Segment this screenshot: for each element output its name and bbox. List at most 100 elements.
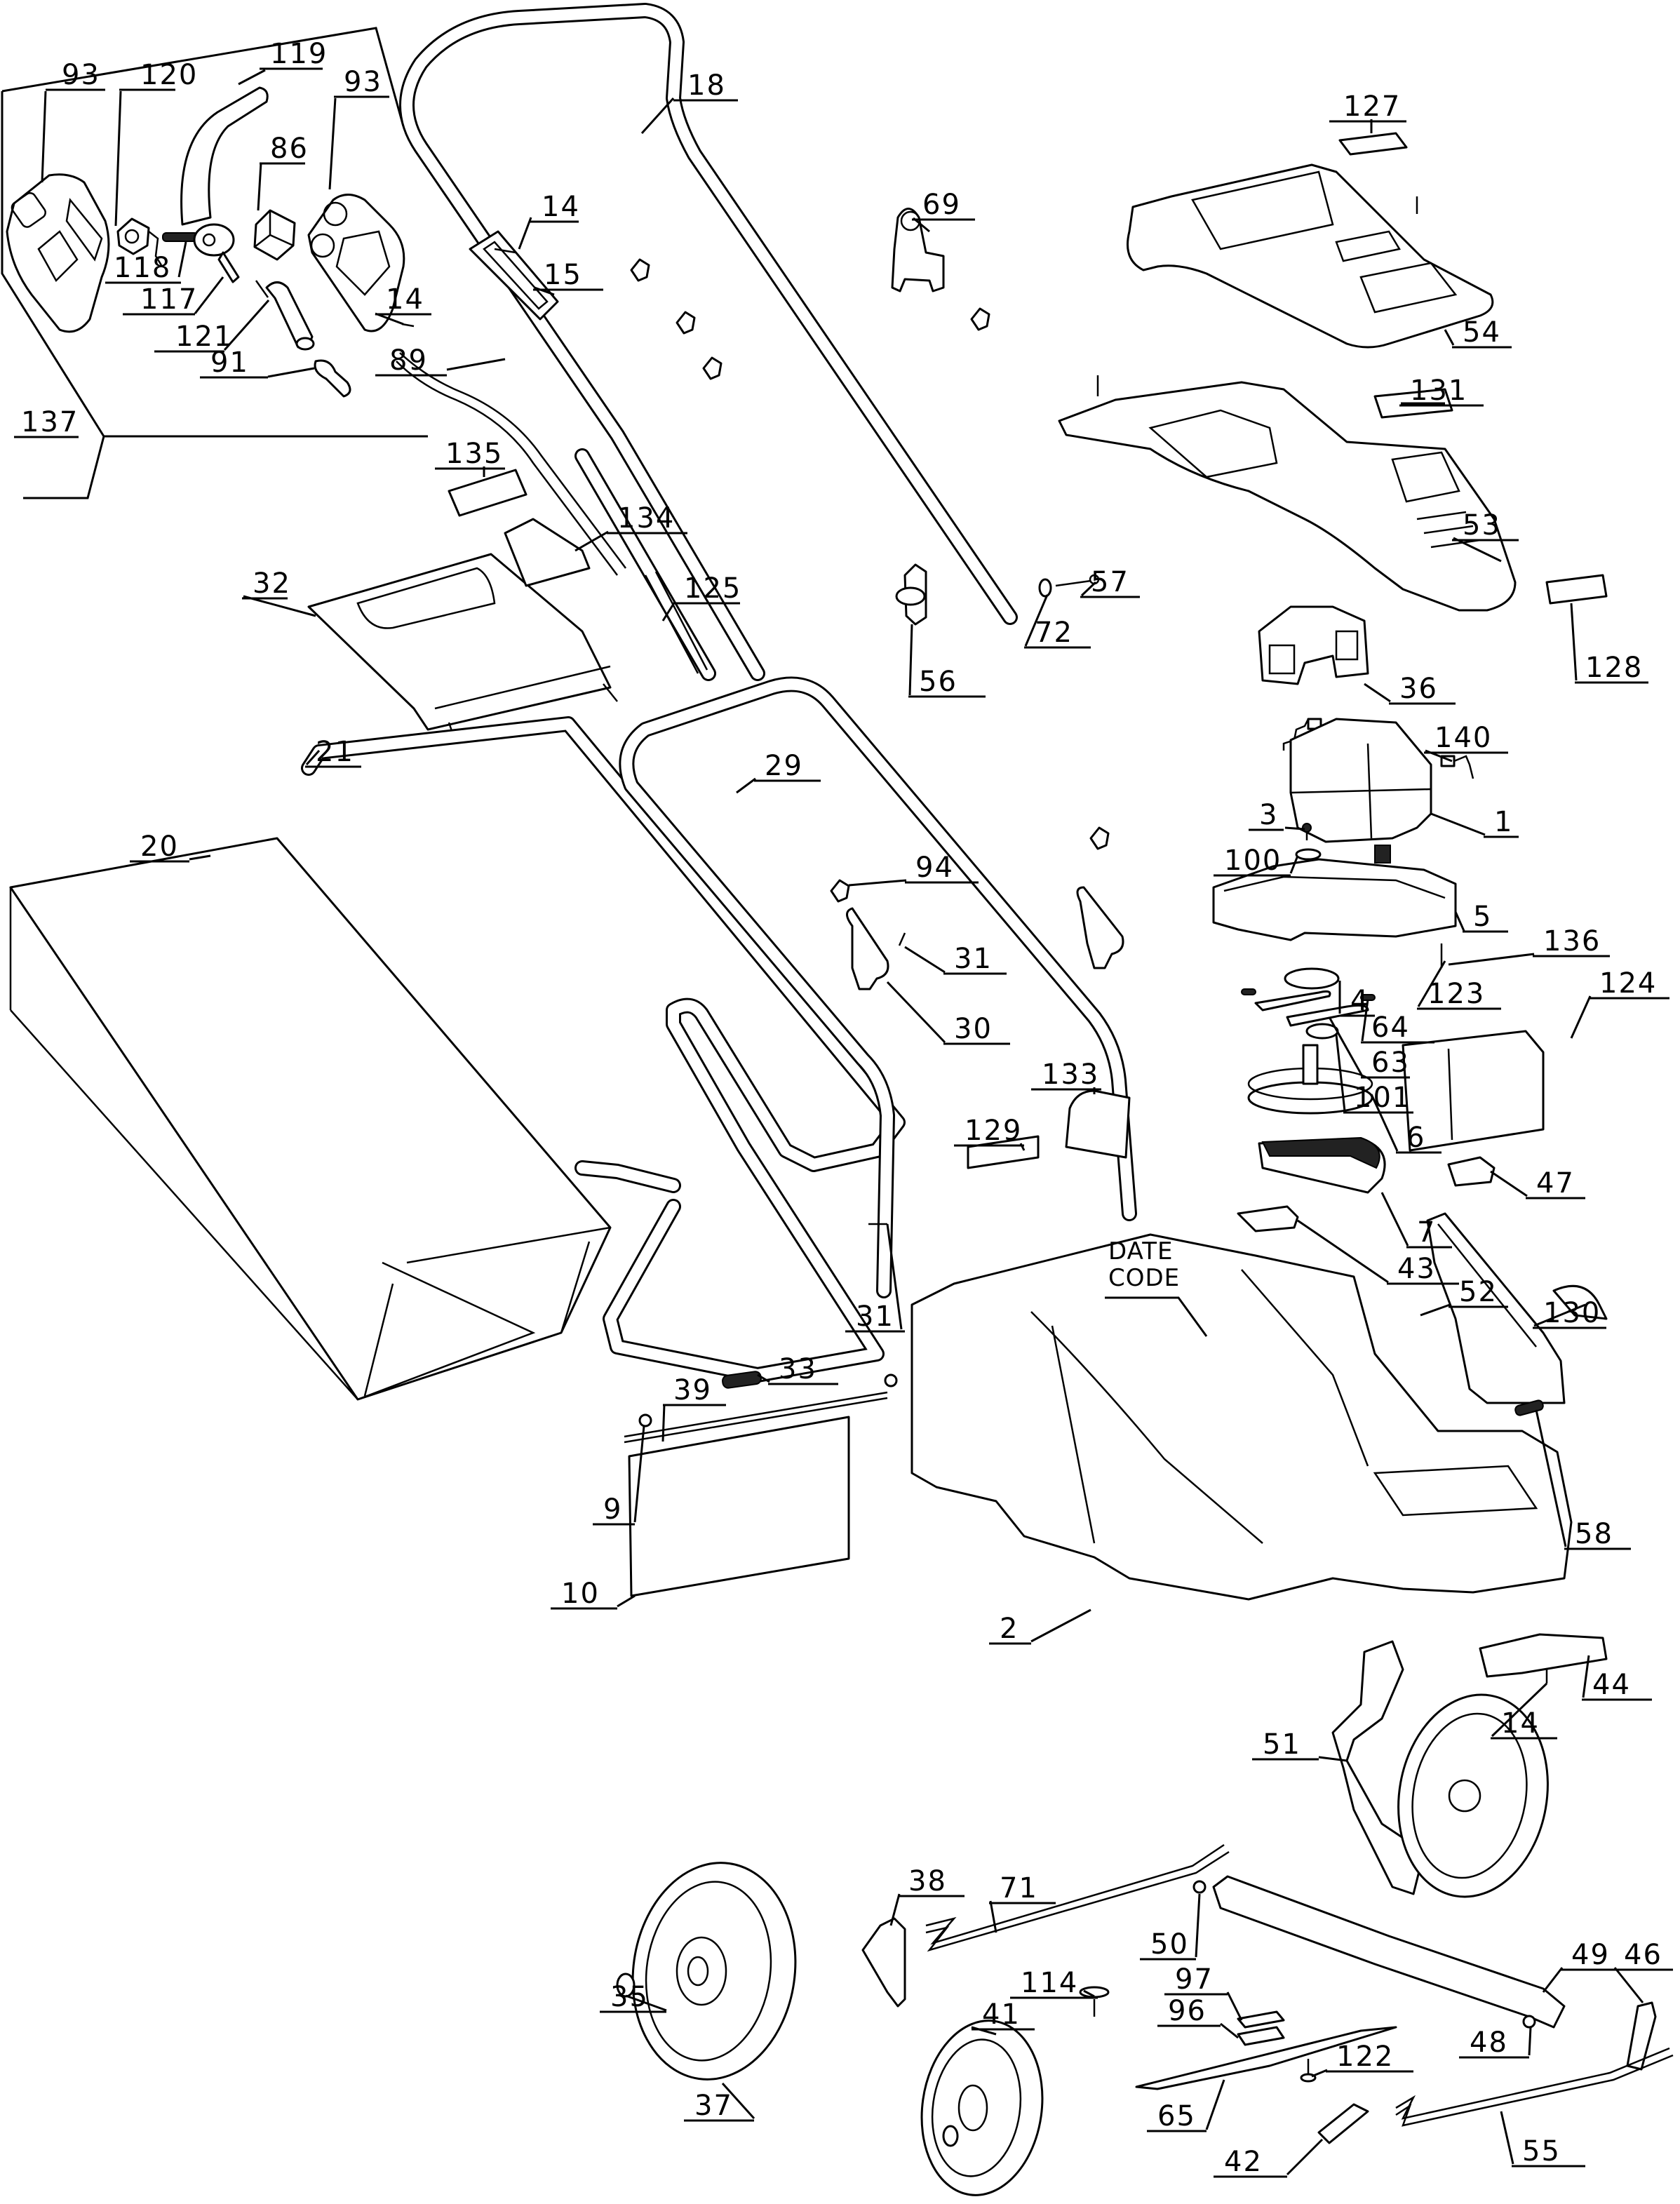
- callout-number: 71: [1000, 1872, 1038, 1904]
- leader-line: [625, 1994, 667, 2012]
- date-code-leader: [1105, 1296, 1208, 1337]
- leader-line: [1542, 1967, 1564, 1993]
- callout-31: 31: [904, 943, 1007, 975]
- callout-number: 2: [1000, 1613, 1019, 1645]
- callout-number: 48: [1470, 2027, 1508, 2059]
- callout-number: 29: [765, 750, 803, 782]
- strain-relief: [265, 281, 315, 351]
- spring-118: [162, 232, 199, 242]
- leader-line: [574, 530, 609, 552]
- callout-number: 39: [673, 1374, 712, 1406]
- cord-hook: [891, 208, 945, 293]
- callout-14: 14: [518, 191, 579, 250]
- callout-number: 1: [1494, 806, 1513, 838]
- leader-line: [1444, 329, 1455, 346]
- callout-4: 4: [1338, 981, 1375, 1017]
- callout-117: 117: [123, 276, 224, 316]
- callout-number: 134: [617, 502, 675, 535]
- callout-51: 51: [1252, 1728, 1348, 1762]
- callout-number: 37: [694, 2090, 733, 2122]
- callout-number: 63: [1371, 1047, 1410, 1079]
- bearing-101: [1305, 1023, 1339, 1040]
- blade: [1135, 2026, 1397, 2090]
- callout-71: 71: [989, 1872, 1056, 1933]
- callout-32: 32: [242, 567, 316, 617]
- callout-number: 101: [1354, 1082, 1411, 1114]
- bearing-100: [1295, 848, 1322, 861]
- callout-number: 135: [445, 438, 503, 470]
- callout-50: 50: [1140, 1893, 1201, 1961]
- callout-number: 36: [1399, 673, 1438, 705]
- callout-number: 123: [1427, 978, 1485, 1010]
- grass-box-frame: [301, 716, 906, 1383]
- cord-clip: [314, 359, 351, 398]
- motor: [1289, 718, 1432, 864]
- callout-137: 137: [14, 406, 79, 438]
- callout-128: 128: [1570, 603, 1648, 684]
- callout-number: 121: [175, 321, 233, 353]
- lower-handle: [619, 676, 1137, 1298]
- callout-120: 120: [114, 59, 196, 227]
- grass-bag: [9, 837, 612, 1401]
- callout-47: 47: [1490, 1167, 1585, 1200]
- callout-52: 52: [1420, 1276, 1508, 1317]
- leader-line: [1370, 1094, 1399, 1152]
- callout-number: 5: [1473, 901, 1492, 933]
- torsion-spring: [1514, 1399, 1544, 1416]
- callout-number: 130: [1543, 1297, 1601, 1329]
- leader-line: [41, 90, 47, 183]
- rear-wheel-right: [1397, 1693, 1549, 1898]
- callout-123: 123: [1417, 960, 1501, 1010]
- switch-lever: [180, 86, 269, 283]
- callout-91: 91: [200, 347, 315, 379]
- switch-button: [116, 217, 163, 266]
- callout-number: 64: [1371, 1012, 1410, 1044]
- front-guard: [1479, 1633, 1608, 1678]
- cable-clip: [630, 258, 1110, 903]
- callout-1: 1: [1430, 806, 1519, 838]
- leader-line: [257, 162, 262, 211]
- blade-plate: [1237, 2010, 1285, 2029]
- motor-cover: [1058, 375, 1517, 612]
- leader-line: [886, 1223, 903, 1330]
- blade-bolt: [1300, 2059, 1317, 2083]
- callout-135: 135: [435, 438, 505, 477]
- nut-50: [1192, 1880, 1207, 1894]
- callout-39: 39: [661, 1374, 726, 1442]
- callout-129: 129: [954, 1115, 1026, 1151]
- screw-3: [1302, 823, 1312, 840]
- callout-number: 9: [603, 1493, 622, 1526]
- callout-97: 97: [1164, 1963, 1243, 2021]
- callout-131: 131: [1399, 375, 1484, 407]
- handle-knob: [895, 563, 927, 626]
- leader-line: [1454, 911, 1465, 932]
- callout-134: 134: [574, 502, 687, 552]
- callout-number: 93: [62, 59, 100, 91]
- callout-140: 140: [1424, 722, 1508, 762]
- callout-46: 46: [1613, 1939, 1673, 2003]
- nut-48: [1522, 2015, 1536, 2029]
- callout-101: 101: [1335, 1034, 1413, 1114]
- leader-line: [1226, 1991, 1243, 2021]
- callout-number: 42: [1224, 2146, 1263, 2178]
- callout-number: 58: [1575, 1518, 1613, 1550]
- upper-handle: [399, 3, 1018, 681]
- leader-line: [1205, 2079, 1225, 2130]
- leader-line: [1030, 1608, 1091, 1643]
- callout-15: 15: [533, 259, 603, 296]
- washer-114: [1079, 1986, 1110, 2017]
- leader-line: [913, 217, 930, 233]
- callout-number: 93: [344, 66, 382, 98]
- switch-housing-right: [307, 194, 405, 332]
- label-130: [1552, 1284, 1608, 1320]
- callout-number: 20: [140, 831, 179, 863]
- callout-number: 43: [1397, 1253, 1436, 1285]
- callout-121: 121: [154, 300, 270, 353]
- leader-line: [1080, 581, 1097, 597]
- callout-number: 52: [1459, 1276, 1498, 1308]
- leader-line: [1380, 1192, 1409, 1247]
- leader-line: [1297, 1219, 1389, 1284]
- callout-number: 69: [922, 189, 961, 221]
- clip-43: [1237, 1205, 1299, 1232]
